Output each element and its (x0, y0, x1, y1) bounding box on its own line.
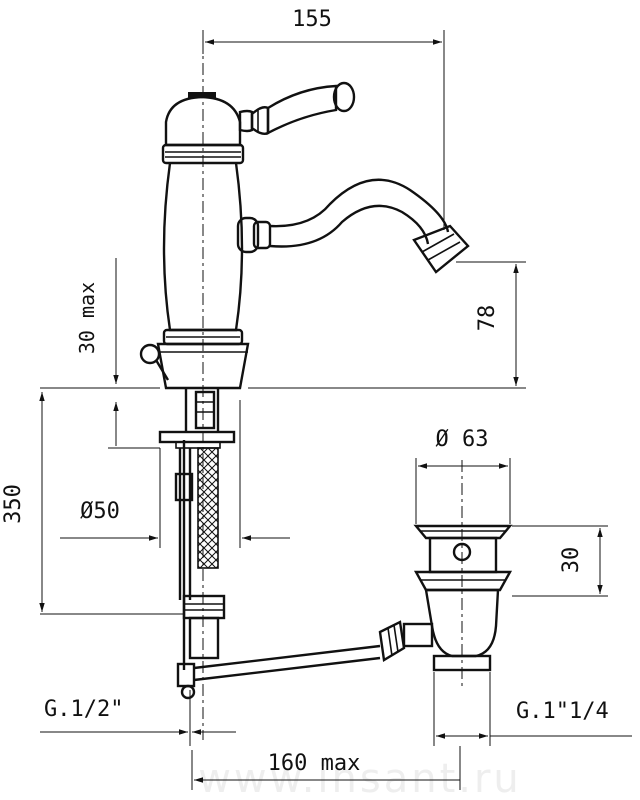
dim-waste-diameter: Ø 63 (415, 427, 511, 524)
faucet-drawing (139, 40, 470, 740)
under-counter-assembly (158, 388, 381, 700)
spout-aerator (412, 224, 470, 274)
dim-label-160max: 160 max (268, 751, 361, 776)
dim-label-350: 350 (1, 484, 26, 524)
dim-rod-length: 160 max (191, 746, 461, 790)
dim-label-d63: Ø 63 (436, 427, 489, 452)
dim-label-g114: G.1"1/4 (516, 699, 609, 724)
dim-label-78: 78 (475, 305, 500, 332)
popup-rod (176, 440, 381, 700)
watermark: www.insant.ru (198, 756, 522, 800)
dim-spout-height: 78 (248, 261, 526, 389)
dim-waste-thread: G.1"1/4 (433, 672, 632, 746)
fixing-washer (158, 430, 236, 444)
dim-waste-height: 30 (512, 525, 608, 597)
dim-width-top: 155 (202, 7, 445, 230)
dim-label-30: 30 (559, 547, 584, 574)
lever-handle (238, 81, 356, 136)
dim-label-d50: Ø50 (80, 499, 120, 524)
dim-label-g12: G.1/2" (44, 697, 123, 722)
waste-valve (378, 460, 513, 690)
waste-flange (413, 524, 513, 540)
dim-max-thickness: 30 max (40, 258, 160, 449)
dim-height-total: 350 (1, 392, 184, 615)
dim-label-30max: 30 max (75, 282, 99, 354)
dim-label-155: 155 (292, 7, 332, 32)
spout (236, 178, 470, 274)
dim-inlet-thread: G.1/2" (40, 690, 236, 746)
braided-hose (197, 447, 219, 569)
dim-hole-diameter: Ø50 (60, 400, 290, 548)
popup-knob (139, 343, 161, 365)
